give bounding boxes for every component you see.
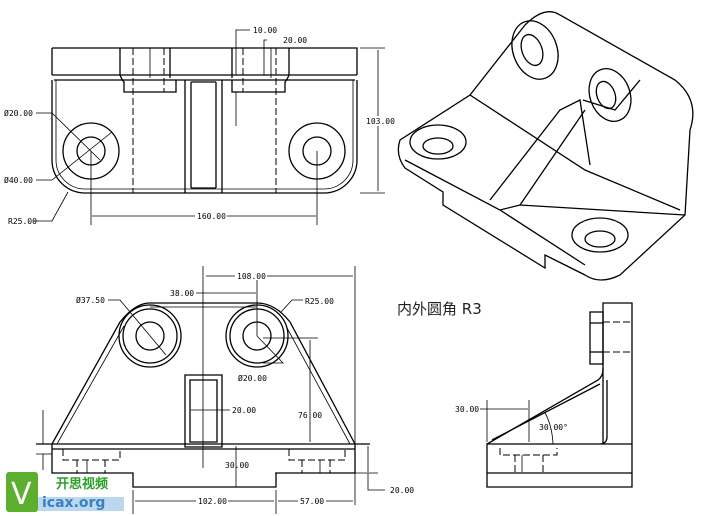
top-view: 160.00 103.00 Ø20.00 Ø40.00 R25.00 10.00…	[4, 26, 395, 226]
dim-10: 10.00	[253, 26, 277, 35]
dim-160: 160.00	[197, 212, 226, 221]
dim-102: 102.00	[198, 497, 227, 506]
fillet-note: 内外圆角 R3	[397, 300, 482, 318]
dim-dia20-front: Ø20.00	[238, 373, 267, 383]
watermark-cn: 开思视频	[56, 476, 108, 492]
dim-dia20: Ø20.00	[4, 108, 33, 118]
dim-103: 103.00	[366, 117, 395, 126]
dim-20: 20.00	[283, 36, 307, 45]
dim-57: 57.00	[300, 497, 324, 506]
dim-20-slot: 20.00	[232, 406, 256, 415]
dim-dia40: Ø40.00	[4, 175, 33, 185]
dim-r25: R25.00	[8, 217, 37, 226]
dim-20-base: 20.00	[390, 486, 414, 495]
dim-76: 76.00	[298, 411, 322, 420]
dim-30-side: 30.00	[455, 405, 479, 414]
dim-108: 108.00	[237, 272, 266, 281]
front-view: 108.00 38.00 Ø37.50 R25.00 Ø20.00 20.00 …	[36, 266, 414, 514]
dim-38: 38.00	[170, 289, 194, 298]
dim-30: 30.00	[225, 461, 249, 470]
isometric-view	[397, 11, 694, 281]
watermark-logo: V 开思视频 icax.org	[6, 472, 124, 512]
dim-angle-30: 30.00°	[539, 423, 568, 432]
dim-dia37-5: Ø37.50	[76, 295, 105, 305]
side-view: 内外圆角 R3 30.00 30.00°	[397, 300, 633, 488]
watermark-letter: V	[11, 477, 32, 512]
watermark-site: icax.org	[42, 495, 105, 511]
dim-r25-front: R25.00	[305, 297, 334, 306]
